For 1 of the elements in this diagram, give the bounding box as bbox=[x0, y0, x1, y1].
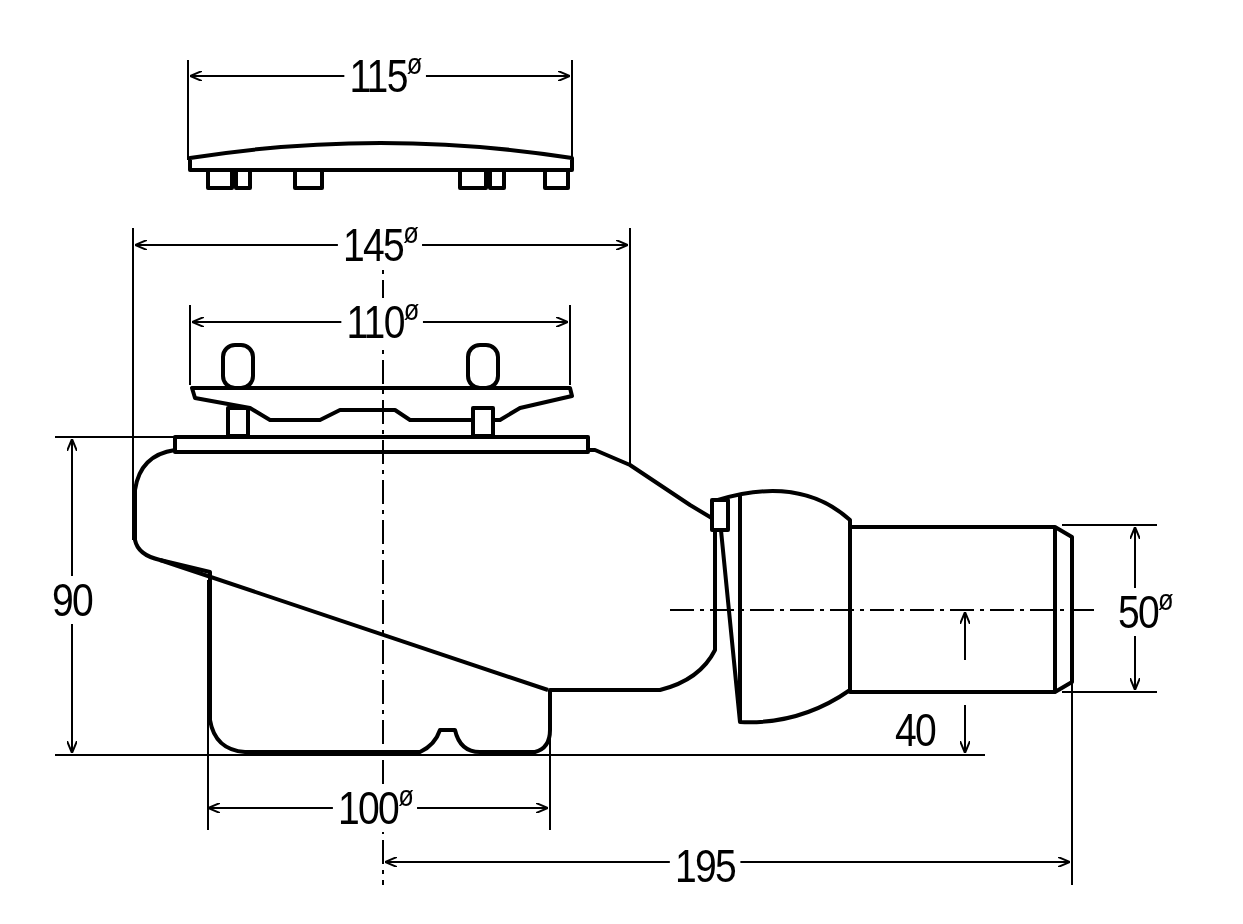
dimension-label: 110$^{ø}$ bbox=[341, 298, 423, 346]
